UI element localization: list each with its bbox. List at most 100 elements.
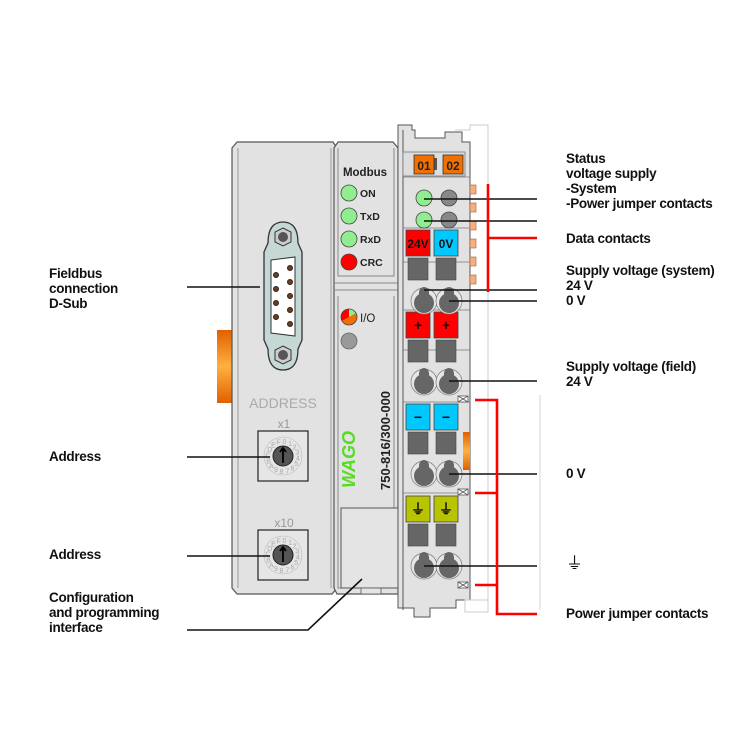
dial-digit: A (269, 463, 274, 470)
marker-label: − (414, 409, 422, 425)
led-rxd (340, 230, 358, 248)
dial-digit: 9 (274, 467, 278, 474)
marker-label: 0V (439, 237, 454, 251)
wire-entry[interactable] (439, 558, 459, 578)
dial-digit: B (266, 557, 271, 564)
dial-digit: 6 (291, 466, 295, 473)
terminal-marker (433, 495, 459, 523)
io-led (340, 308, 358, 326)
clamp-button[interactable] (435, 523, 457, 547)
dial-digit: 7 (285, 567, 289, 574)
callout-supply-field: Supply voltage (field)24 V (566, 359, 696, 389)
clamp-button[interactable] (407, 339, 429, 363)
dial-digit: 7 (285, 468, 289, 475)
dial-digit: E (271, 541, 276, 548)
fieldbus-name: Modbus (343, 167, 387, 179)
dial-digit: C (266, 552, 271, 559)
switch-x10-label: x10 (274, 516, 294, 530)
dial-digit: 3 (295, 549, 299, 556)
dial-digit: 8 (280, 568, 284, 575)
callout-power-jumper: Power jumper contacts (566, 606, 709, 621)
wire-entry[interactable] (439, 293, 459, 313)
dial-digit: 0 (283, 538, 287, 545)
dsub-connector (263, 221, 303, 371)
dial-digit: 1 (288, 540, 292, 547)
dial-digit: 0 (283, 439, 287, 446)
wire-entry[interactable] (414, 293, 434, 313)
release-tab (217, 330, 232, 403)
led-label: TxD (360, 211, 380, 223)
dial-digit: 5 (294, 560, 298, 567)
dial-digit: B (266, 458, 271, 465)
wire-entry[interactable] (414, 374, 434, 394)
switch-x1-label: x1 (278, 417, 291, 431)
dial-digit: 5 (294, 461, 298, 468)
io-label: I/O (360, 313, 375, 325)
marker-label: + (442, 317, 450, 333)
led-label: RxD (360, 234, 381, 246)
terminal-marker (433, 229, 459, 257)
dial-digit: F (277, 440, 281, 447)
terminal-marker (405, 229, 431, 257)
wago-logo: WAGO (339, 431, 359, 488)
dial-digit: 4 (296, 455, 300, 462)
dial-digit: 8 (280, 469, 284, 476)
clamp-button[interactable] (435, 339, 457, 363)
contact-markers (475, 184, 537, 616)
led-txd (340, 207, 358, 225)
wire-entry[interactable] (414, 558, 434, 578)
dial-digit: 3 (295, 450, 299, 457)
clamp-button[interactable] (407, 257, 429, 281)
left-leaders (187, 286, 363, 631)
terminal-marker (433, 311, 459, 339)
clamp-button[interactable] (407, 431, 429, 455)
model-number: 750-816/300-000 (378, 391, 393, 490)
dial-digit: 6 (291, 565, 295, 572)
right-leaders (424, 198, 537, 567)
config-interface-port[interactable] (340, 507, 402, 589)
svg-text:01: 01 (417, 159, 431, 173)
terminal-marker (405, 311, 431, 339)
slot-labels: 01 02 (402, 151, 466, 177)
marker-label: 24V (407, 237, 428, 251)
dial-digit: D (267, 447, 272, 454)
dial-digit: 9 (274, 566, 278, 573)
svg-text:WAGO: WAGO (339, 431, 359, 488)
marker-label: ⏚ (411, 501, 425, 517)
dial-digit: 2 (293, 544, 297, 551)
marker-label: + (414, 317, 422, 333)
ground-symbol-icon: ⏚ (566, 554, 583, 573)
led-crc (340, 253, 358, 271)
dial-digit: C (266, 453, 271, 460)
dial-digit: 2 (293, 445, 297, 452)
address-title: ADDRESS (249, 395, 317, 411)
clamp-button[interactable] (435, 257, 457, 281)
wire-entry[interactable] (439, 374, 459, 394)
marker-label: − (442, 409, 450, 425)
status-leds (415, 189, 458, 229)
callout-address-x10: Address (49, 547, 101, 562)
dial-digit: F (277, 539, 281, 546)
clamp-button[interactable] (435, 431, 457, 455)
svg-text:02: 02 (446, 159, 460, 173)
marker-label: ⏚ (439, 501, 453, 517)
wire-entry[interactable] (414, 466, 434, 486)
terminal-marker (405, 403, 431, 431)
dial-digit: 4 (296, 554, 300, 561)
led-label: ON (360, 188, 376, 200)
clamp-button[interactable] (407, 523, 429, 547)
spare-led (340, 332, 358, 350)
led-label: CRC (360, 257, 383, 269)
led-on (340, 184, 358, 202)
wire-entry[interactable] (439, 466, 459, 486)
callout-address-x1: Address (49, 449, 101, 464)
dial-digit: D (267, 546, 272, 553)
callout-zero-v: 0 V (566, 466, 586, 481)
